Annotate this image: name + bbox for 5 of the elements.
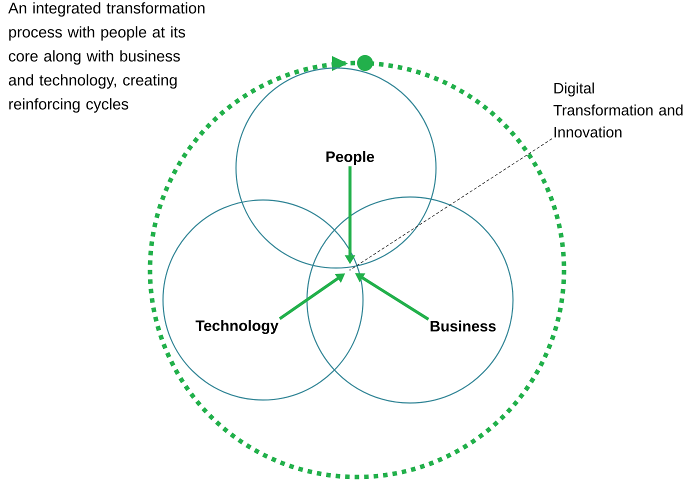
description-text: An integrated transformation process with people at its core along with business and technology, creating reinforcing cycles [8, 2, 204, 113]
circle-label: Business [430, 320, 496, 332]
circle-label: Technology [196, 320, 278, 334]
circle-label: People [326, 151, 374, 165]
callout-text: Digital Transformation and Innovation [554, 82, 683, 138]
